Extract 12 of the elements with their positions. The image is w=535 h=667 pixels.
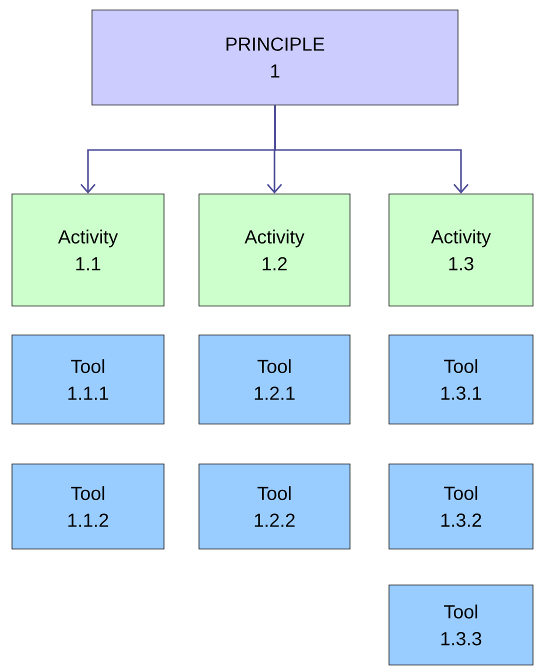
tool-box: Tool 1.3.1 [388, 334, 534, 424]
activity-box: Activity 1.2 [198, 194, 350, 306]
activity-box: Activity 1.3 [388, 194, 534, 306]
principle-box: PRINCIPLE 1 [92, 10, 458, 106]
tool-box: Tool 1.2.2 [198, 464, 350, 550]
tool-box: Tool 1.3.2 [388, 464, 534, 550]
tool-box: Tool 1.1.1 [12, 334, 164, 424]
arrow [274, 105, 469, 194]
activity-box: Activity 1.1 [12, 194, 164, 306]
tool-box: Tool 1.2.1 [198, 334, 350, 424]
tool-box: Tool 1.1.2 [12, 464, 164, 550]
tool-box: Tool 1.3.3 [388, 584, 534, 666]
